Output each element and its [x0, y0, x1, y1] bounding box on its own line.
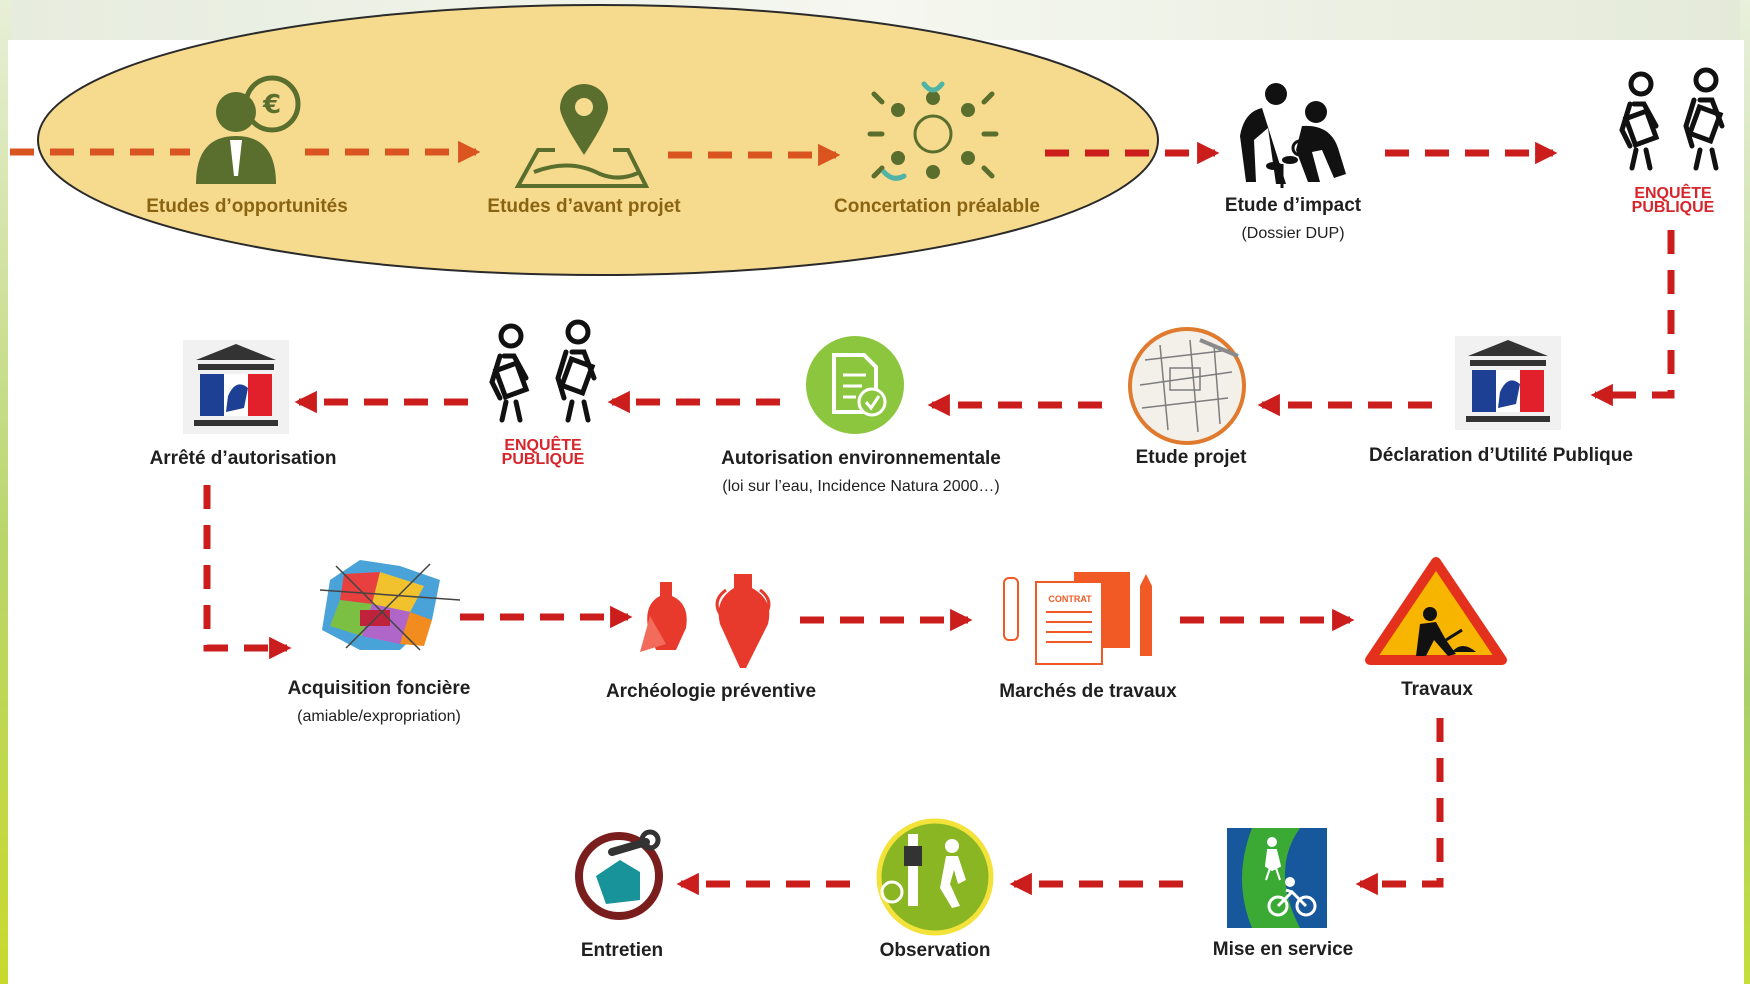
step-label-s1: Etudes d’opportunités: [146, 196, 348, 218]
step-title: Autorisation environnementale: [721, 448, 1001, 469]
step-title: Etude d’impact: [1224, 195, 1362, 216]
greenway-sign-icon: [1227, 828, 1327, 928]
step-label-s10: Arrêté d’autorisation: [150, 448, 337, 470]
s9-badge-line-1: ENQUÊTE: [504, 435, 582, 454]
step-subtitle: (Dossier DUP): [1241, 225, 1345, 242]
person-euro-icon: €: [196, 75, 301, 184]
roadworks-sign-icon: [1365, 557, 1507, 665]
step-label-s12: Archéologie préventive: [606, 681, 816, 703]
step-title: Déclaration d’Utilité Publique: [1369, 445, 1633, 466]
fist-wrench-icon: [575, 829, 663, 920]
step-title: Observation: [879, 940, 991, 961]
s5-badge-line-1: ENQUÊTE: [1634, 183, 1712, 202]
background-right-band: [1740, 0, 1750, 984]
contract-word: CONTRAT: [1048, 594, 1092, 604]
step-title: Archéologie préventive: [605, 681, 817, 702]
step-label-s15: Mise en service: [1213, 939, 1353, 961]
arrow-s14-to-s15: [1355, 718, 1444, 896]
svg-text:€: €: [262, 90, 281, 120]
step-label-s3: Concertation préalable: [834, 196, 1040, 218]
people-circle-icon: [867, 81, 999, 181]
step-label-s11: Acquisition foncière (amiable/expropriat…: [288, 678, 471, 726]
step-label-s8: Autorisation environnementale (loi sur l…: [721, 448, 1001, 496]
step-title: Entretien: [580, 940, 664, 961]
contract-icon: CONTRAT: [1003, 572, 1152, 665]
land-parcels-icon: [319, 560, 461, 651]
prefecture-building-icon: [183, 340, 289, 434]
step-title: Etudes d’avant projet: [487, 196, 681, 217]
step-title: Travaux: [1401, 679, 1473, 700]
step-label-s17: Entretien: [581, 940, 663, 962]
cyclist-observation-icon: [876, 818, 994, 936]
upstream-phase-ellipse: [37, 4, 1159, 276]
arrow-s5-to-s6: [1590, 230, 1675, 407]
s5-badge-line-2: PUBLIQUE: [1632, 199, 1715, 216]
amphora-icon: [640, 574, 771, 668]
step-subtitle: (amiable/expropriation): [297, 708, 461, 725]
arrow-s10-to-s11: [203, 485, 292, 660]
blueprint-icon: [1128, 327, 1246, 445]
step-label-s7: Etude projet: [1136, 447, 1247, 469]
s5-badge-label: ENQUÊTE PUBLIQUE: [1632, 183, 1715, 216]
step-label-s2: Etudes d’avant projet: [487, 196, 680, 218]
step-label-s14: Travaux: [1401, 679, 1473, 701]
public-inquiry-icon: [489, 319, 597, 423]
step-label-s16: Observation: [880, 940, 991, 962]
flow-arrows: [10, 140, 1675, 896]
step-title: Concertation préalable: [834, 196, 1040, 217]
step-title: Mise en service: [1212, 939, 1354, 960]
s9-badge-line-2: PUBLIQUE: [502, 451, 585, 468]
document-check-icon: [806, 336, 904, 434]
s9-badge-label: ENQUÊTE PUBLIQUE: [502, 435, 585, 468]
step-title: Acquisition foncière: [287, 678, 471, 699]
people-planting-icon: [1240, 83, 1346, 188]
public-inquiry-icon: [1619, 67, 1725, 171]
prefecture-building-icon: [1455, 336, 1561, 430]
map-pin-icon: [514, 84, 650, 188]
step-title: Etudes d’opportunités: [146, 196, 348, 217]
step-title: Etude projet: [1135, 447, 1247, 468]
step-title: Arrêté d’autorisation: [149, 448, 337, 469]
step-label-s13: Marchés de travaux: [999, 681, 1176, 703]
step-title: Marchés de travaux: [999, 681, 1177, 702]
step-subtitle: (loi sur l’eau, Incidence Natura 2000…): [722, 478, 1000, 495]
step-label-s4: Etude d’impact (Dossier DUP): [1225, 195, 1361, 243]
step-label-s6: Déclaration d’Utilité Publique: [1369, 445, 1633, 467]
